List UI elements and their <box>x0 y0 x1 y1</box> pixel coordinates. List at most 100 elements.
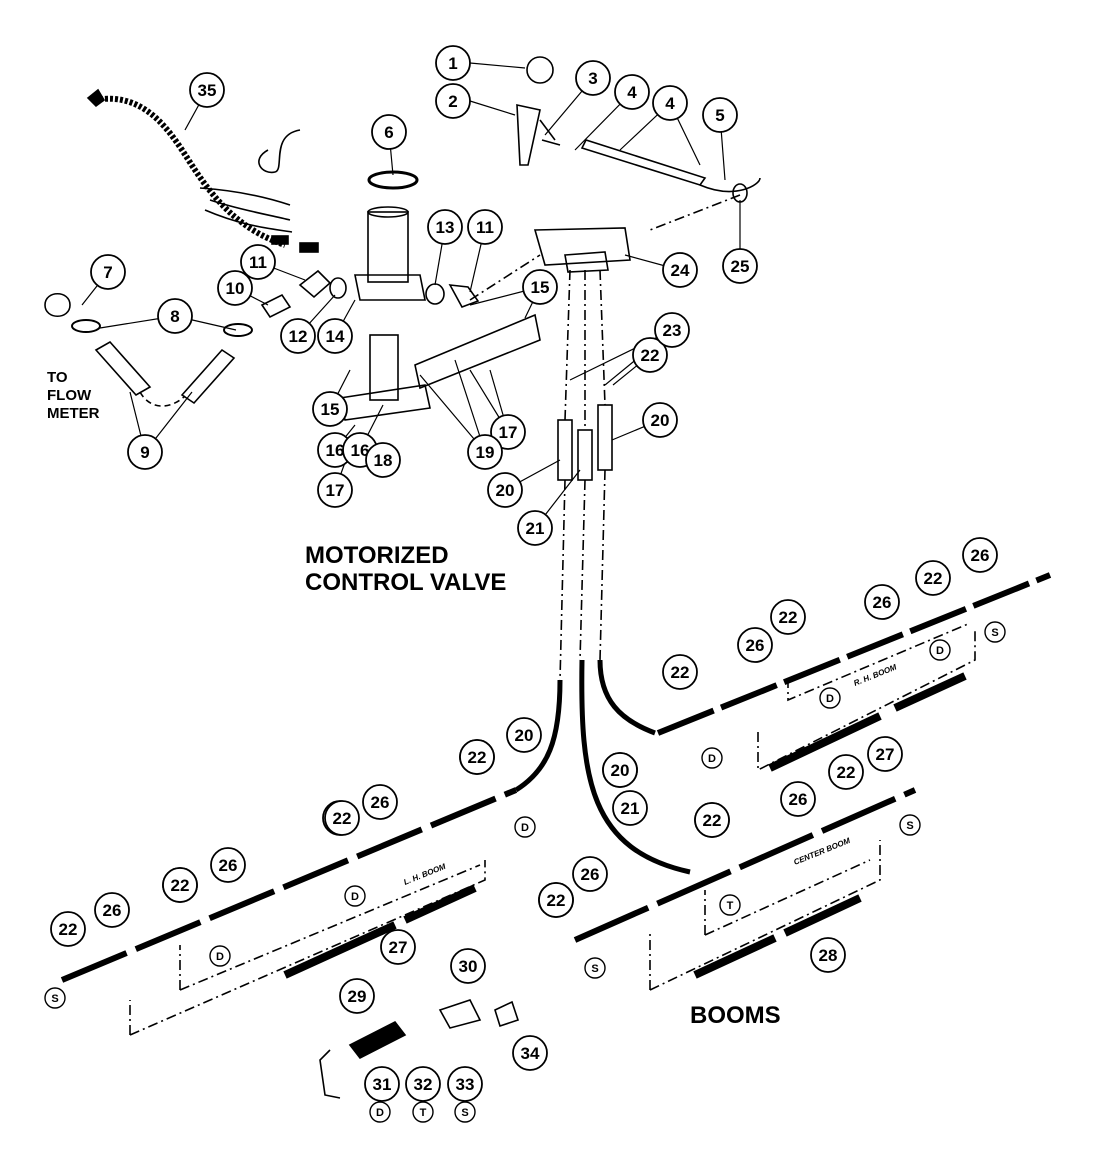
callout-circle <box>506 717 542 753</box>
callout-number: 14 <box>326 327 345 346</box>
tube-fitting <box>732 183 748 203</box>
callout-number: 4 <box>665 94 675 113</box>
valve-feed-line <box>469 254 541 301</box>
wire-leads <box>199 187 293 233</box>
flow-meter-note-line3: METER <box>47 405 100 422</box>
callout-number: 11 <box>476 218 494 237</box>
callout-circle <box>447 1066 483 1102</box>
motorized-heading-line2: CONTROL VALVE <box>305 569 506 596</box>
tip-marker-letter: D <box>936 645 944 657</box>
tip-marker-D: D <box>514 816 536 838</box>
tip-marker-letter: D <box>521 822 529 834</box>
callout-circle <box>864 584 900 620</box>
callout-number: 22 <box>171 876 190 895</box>
callout-circle <box>828 754 864 790</box>
tip-marker-circle <box>701 747 723 769</box>
callout-number: 12 <box>289 327 308 346</box>
callout-1: 1 <box>435 45 471 81</box>
callout-22: 22 <box>915 560 951 596</box>
callout-number: 20 <box>496 481 515 500</box>
callout-circle <box>722 248 758 284</box>
tip-marker-D: D <box>369 1101 391 1123</box>
callout-number: 26 <box>746 636 765 655</box>
tip-marker-circle <box>344 885 366 907</box>
callout-31: 31 <box>364 1066 400 1102</box>
callout-circle <box>770 599 806 635</box>
tip-marker-circle <box>44 987 66 1009</box>
tip-marker-circle <box>369 1101 391 1123</box>
callout-number: 15 <box>531 278 550 297</box>
tip-marker-D: D <box>209 945 231 967</box>
callout-27: 27 <box>867 736 903 772</box>
callout-number: 26 <box>371 793 390 812</box>
callout-13: 13 <box>427 209 463 245</box>
callout-circle <box>371 114 407 150</box>
nozzle-clamp <box>319 1049 341 1099</box>
callout-5: 5 <box>702 97 738 133</box>
manifold-outlets <box>564 251 609 273</box>
rh-boom-label: R. H. BOOM <box>852 662 898 687</box>
gauge-tube <box>580 139 707 186</box>
callout-circle <box>324 800 360 836</box>
callout-19: 19 <box>467 434 503 470</box>
callout-number: 26 <box>219 856 238 875</box>
callout-number: 11 <box>249 253 267 272</box>
callout-4: 4 <box>652 85 688 121</box>
callout-circle <box>240 244 276 280</box>
callout-circle <box>490 414 526 450</box>
callout-number: 16 <box>326 441 345 460</box>
lh-boom-pipe <box>60 787 518 983</box>
callout-number: 13 <box>436 218 455 237</box>
callout-number: 22 <box>641 346 660 365</box>
callout-circle <box>962 537 998 573</box>
callout-circle <box>317 472 353 508</box>
callout-20: 20 <box>642 402 678 438</box>
motor-top <box>367 206 409 218</box>
callout-circle <box>487 472 523 508</box>
rh-boom-spare-hose <box>768 672 967 772</box>
center-boom-spare-hose <box>693 894 862 979</box>
wire-harness <box>94 95 286 248</box>
callout-24: 24 <box>662 252 698 288</box>
tip-marker-letter: D <box>708 753 716 765</box>
callout-number: 5 <box>715 106 724 125</box>
hose-20b <box>597 404 613 471</box>
callout-circle <box>662 654 698 690</box>
tip-marker-S: S <box>984 621 1006 643</box>
callout-circle <box>632 337 668 373</box>
coupling <box>425 283 445 305</box>
tip-marker-circle <box>412 1101 434 1123</box>
callout-22: 22 <box>50 911 86 947</box>
callout-circle <box>602 752 638 788</box>
callout-11: 11 <box>467 209 503 245</box>
callout-number: 24 <box>671 261 690 280</box>
callout-number: 25 <box>731 257 750 276</box>
callout-circle <box>467 434 503 470</box>
callout-26: 26 <box>94 892 130 928</box>
callout-29: 29 <box>339 978 375 1014</box>
callout-32: 32 <box>405 1066 441 1102</box>
callout-18: 18 <box>365 442 401 478</box>
callout-circle <box>339 978 375 1014</box>
callout-26: 26 <box>864 584 900 620</box>
motor-housing <box>367 211 409 283</box>
part-linework <box>44 56 1052 1099</box>
pressure-gauge <box>526 56 554 84</box>
flow-meter-coupler <box>44 292 71 318</box>
tip-marker-circle <box>929 639 951 661</box>
tip-marker-S: S <box>584 957 606 979</box>
callout-number: 33 <box>456 1075 475 1094</box>
tip-marker-circle <box>584 957 606 979</box>
booms-heading: BOOMS <box>690 1002 781 1029</box>
hose-to-rh-boom <box>597 659 656 736</box>
tip-marker-circle <box>454 1101 476 1123</box>
callout-circle <box>915 560 951 596</box>
center-boom-outline <box>649 840 881 991</box>
callout-number: 4 <box>627 83 637 102</box>
lh-boom-label: L. H. BOOM <box>402 862 447 887</box>
tip-marker-letter: D <box>351 891 359 903</box>
tip-marker-S: S <box>899 814 921 836</box>
callout-16: 16 <box>317 432 353 468</box>
